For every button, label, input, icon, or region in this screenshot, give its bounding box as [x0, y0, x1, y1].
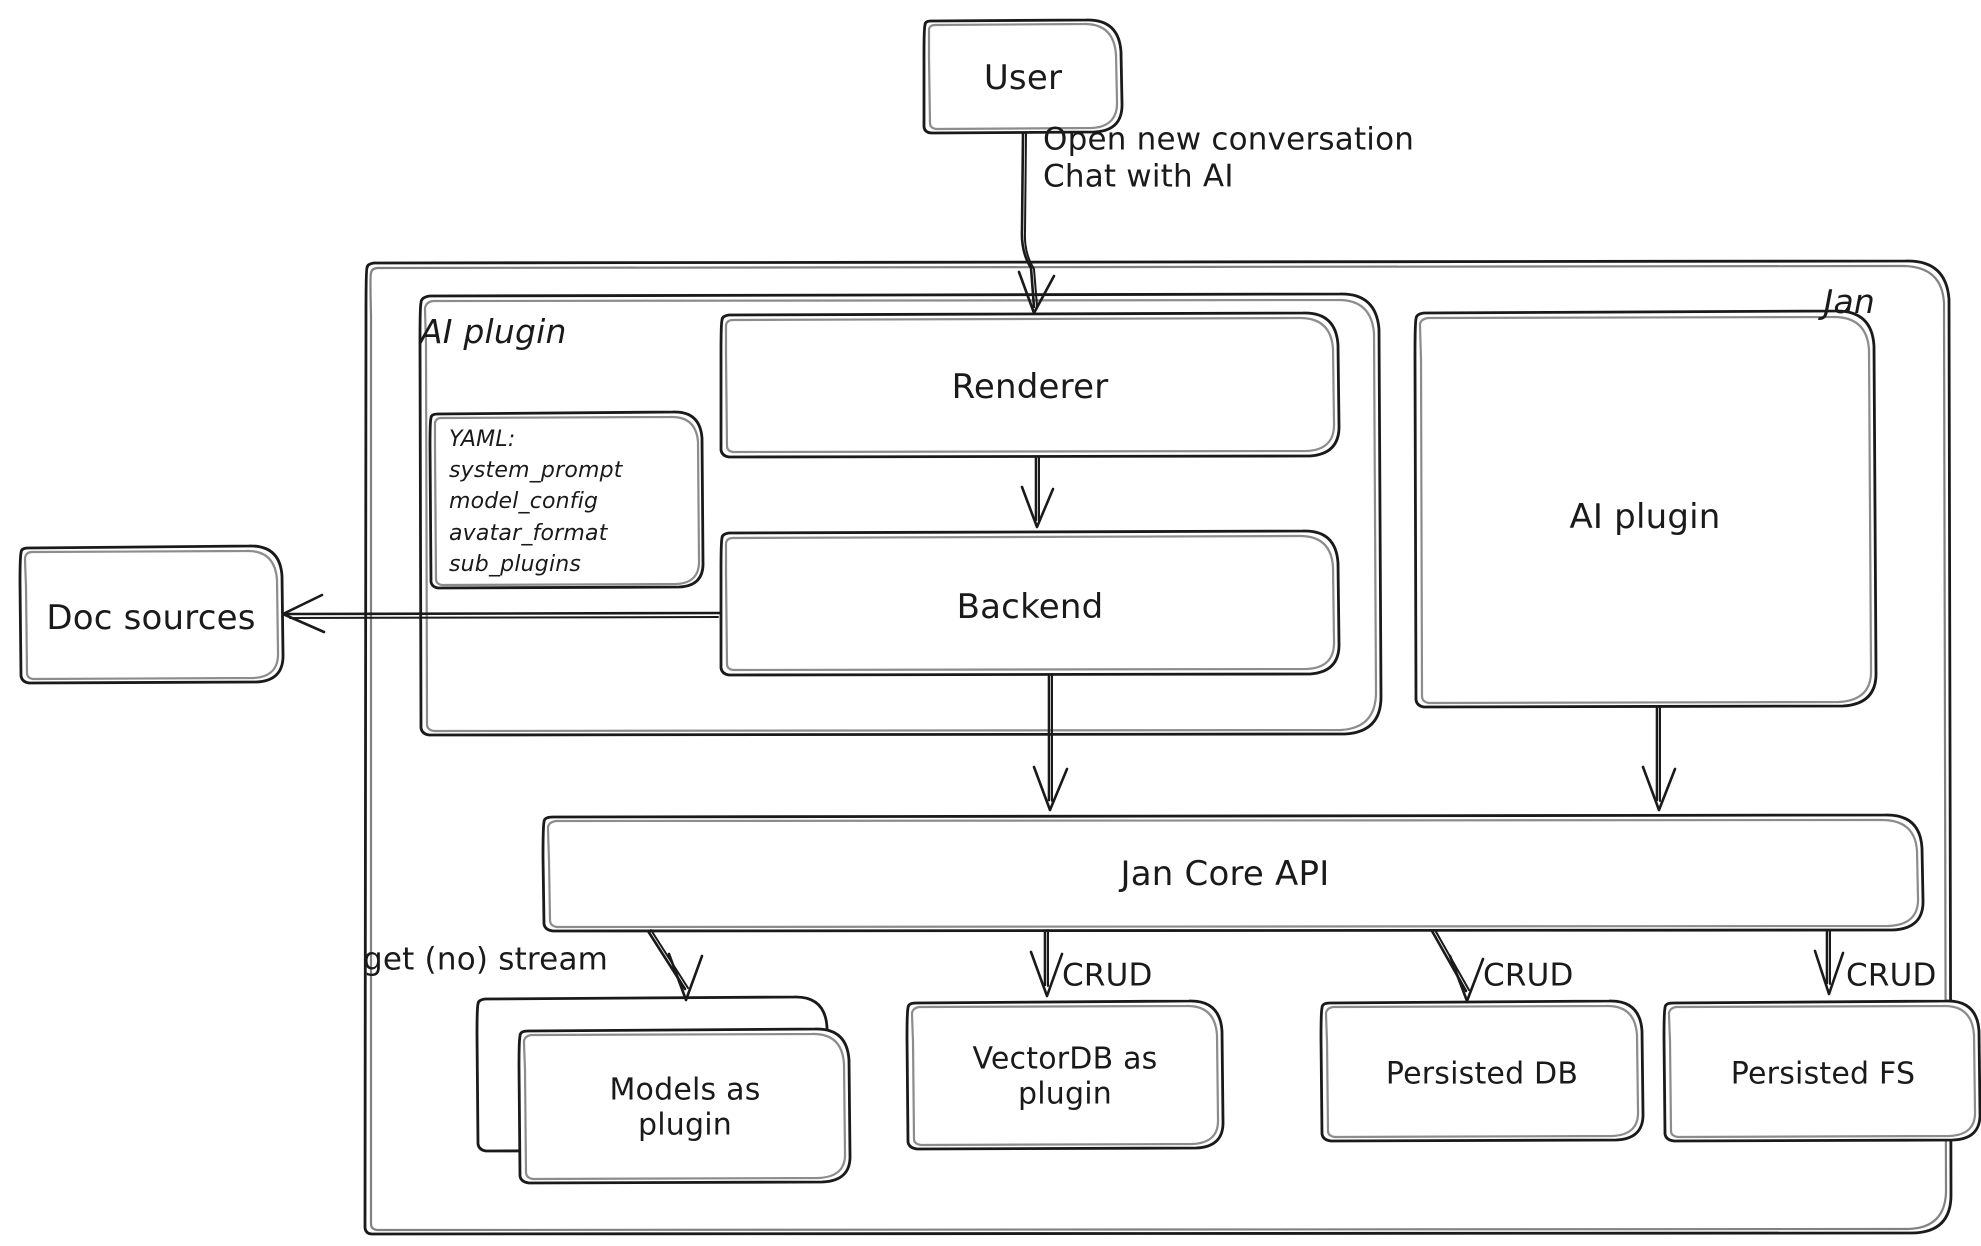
node-yaml-label: YAML: system_prompt model_config avatar_…	[449, 427, 623, 577]
edge-ai-plugin-to-jan-core-api	[1641, 705, 1677, 812]
node-jan-core-api-outline	[541, 813, 1925, 933]
node-persisted-fs-label: Persisted FS	[1730, 1056, 1916, 1092]
edge-jan-core-api-to-persisted-db	[1430, 929, 1485, 1003]
edge-user-to-renderer	[1017, 131, 1056, 315]
edge-label-crud-persisted-fs: CRUD	[1846, 957, 1937, 994]
node-backend-outline	[719, 529, 1341, 677]
node-models-as-plugin-label: Models as plugin	[609, 1072, 761, 1143]
edge-label-crud-vectordb: CRUD	[1062, 957, 1153, 994]
node-persisted-fs-outline	[1662, 999, 1981, 1143]
edge-label-user-to-renderer: Open new conversation Chat with AI	[1043, 121, 1415, 194]
node-doc-sources-outline	[18, 544, 285, 685]
edge-jan-core-api-to-vectordb	[1029, 929, 1064, 998]
edge-label-crud-persisted-db: CRUD	[1483, 957, 1574, 994]
node-jan-core-api-label: Jan Core API	[1120, 853, 1330, 894]
node-doc-sources-label: Doc sources	[46, 597, 256, 638]
node-persisted-db-label: Persisted DB	[1385, 1056, 1579, 1092]
edge-jan-core-api-to-models	[646, 929, 704, 1002]
node-models-as-plugin-outline	[475, 995, 852, 1185]
node-renderer-label: Renderer	[951, 366, 1109, 407]
node-yaml-outline	[428, 410, 705, 590]
node-ai-plugin-label: AI plugin	[1569, 496, 1721, 537]
node-persisted-db-outline	[1319, 999, 1645, 1143]
edge-backend-to-doc-sources	[281, 593, 723, 634]
edge-jan-core-api-to-persisted-fs	[1813, 929, 1845, 996]
container-jan-label: Jan	[1823, 282, 1875, 321]
node-ai-plugin-outline	[1413, 309, 1878, 709]
node-backend-label: Backend	[956, 586, 1104, 627]
edge-renderer-to-backend	[1020, 455, 1055, 529]
node-user-outline	[922, 18, 1124, 135]
node-vectordb-as-plugin-label: VectorDB as plugin	[972, 1041, 1158, 1112]
edge-label-get-no-stream: get (no) stream	[363, 941, 609, 978]
node-renderer-outline	[719, 311, 1341, 459]
container-ai-plugin-group-label: AI plugin	[420, 312, 567, 351]
edge-backend-to-jan-core-api	[1032, 673, 1069, 812]
node-vectordb-as-plugin-outline	[905, 999, 1225, 1151]
node-user-label: User	[983, 57, 1063, 98]
